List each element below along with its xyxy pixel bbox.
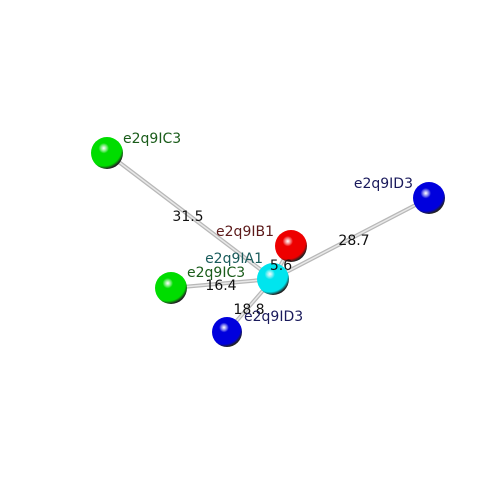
- atom-c3_left-sphere: [155, 272, 187, 304]
- atom-b1-sphere: [275, 230, 307, 262]
- atom-label-c3_left: e2q9IC3: [187, 265, 245, 281]
- atom-c3_top-sphere: [91, 137, 123, 169]
- bond-c3_left: [169, 277, 275, 290]
- distance-label-b1: 5.6: [270, 258, 292, 274]
- distance-label-c3_left: 16.4: [205, 278, 236, 294]
- atom-label-d3_bottom: e2q9ID3: [244, 309, 303, 325]
- bond-d3_right: [271, 196, 431, 281]
- atom-d3_bottom-sphere: [212, 317, 242, 347]
- atom-layer: [91, 137, 445, 347]
- atom-d3_right-sphere: [413, 182, 445, 214]
- distance-label-c3_top: 31.5: [172, 209, 203, 225]
- atom-label-b1: e2q9IB1: [216, 224, 274, 240]
- distance-label-layer: 31.5 28.7 5.6 16.4 18.8: [172, 209, 369, 318]
- atom-label-a1: e2q9IA1: [205, 251, 263, 267]
- distance-label-d3_right: 28.7: [338, 233, 369, 249]
- bond-c3_top: [105, 151, 275, 281]
- atom-label-d3_right: e2q9ID3: [354, 176, 413, 192]
- distance-label-d3_bottom: 18.8: [233, 302, 264, 318]
- atom-label-c3_top: e2q9IC3: [123, 131, 181, 147]
- atom-a1-sphere: [257, 263, 289, 295]
- atom-label-layer: e2q9IC3e2q9ID3e2q9IB1e2q9IA1e2q9IC3e2q9I…: [123, 131, 413, 325]
